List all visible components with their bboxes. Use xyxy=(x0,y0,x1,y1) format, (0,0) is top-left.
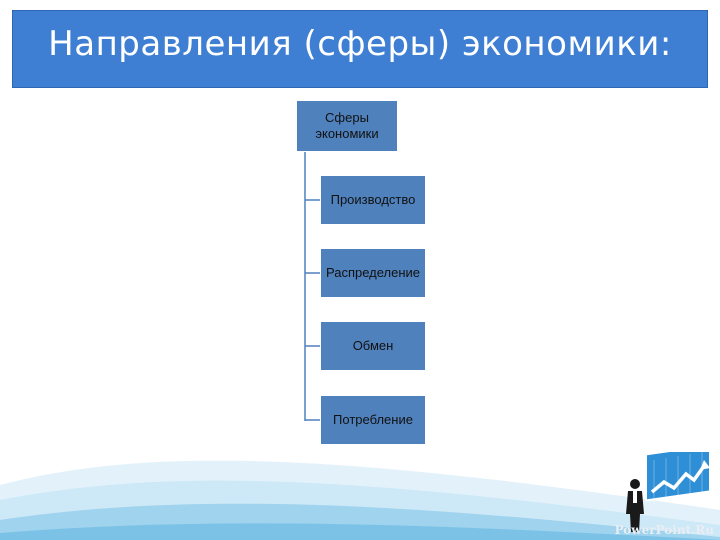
node-consumption-label: Потребление xyxy=(333,412,413,427)
node-production: Производство xyxy=(320,175,426,225)
chart-with-businessman-icon xyxy=(626,452,711,532)
node-exchange-label: Обмен xyxy=(352,338,394,353)
node-distribution: Распределение xyxy=(320,248,426,298)
root-node: Сферы экономики xyxy=(296,100,398,152)
node-exchange: Обмен xyxy=(320,321,426,371)
root-node-line-2: экономики xyxy=(315,126,379,141)
node-distribution-label: Распределение xyxy=(325,265,421,280)
node-consumption: Потребление xyxy=(320,395,426,445)
watermark-text: PowerPoint.Ru xyxy=(614,523,714,537)
slide-title: Направления (сферы) экономики: xyxy=(48,24,672,64)
root-node-line-1: Сферы xyxy=(325,110,369,125)
node-production-label: Производство xyxy=(330,192,416,207)
decorative-wave xyxy=(0,460,720,540)
title-bar: Направления (сферы) экономики: xyxy=(12,10,708,88)
